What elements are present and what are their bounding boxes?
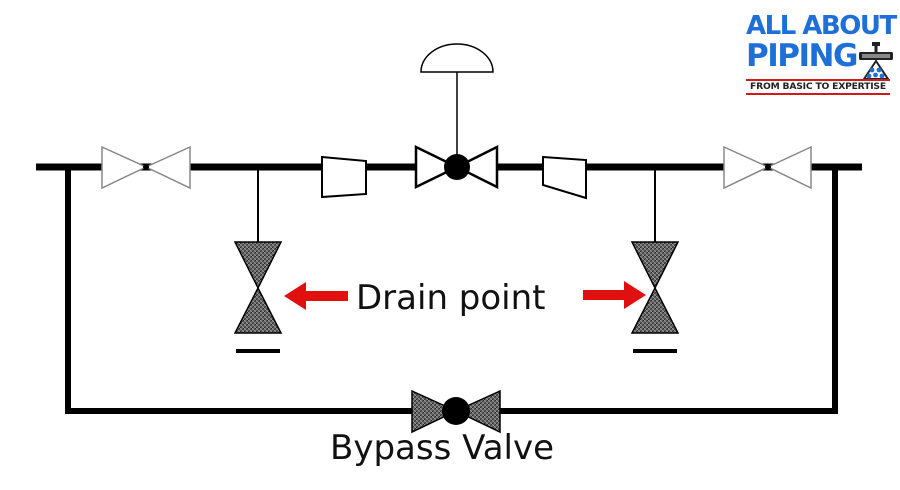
right-reducer [542, 155, 587, 200]
right-isolation-valve [723, 145, 812, 190]
actuator-dome-icon [420, 43, 494, 73]
logo-line1: ALL ABOUT [746, 11, 897, 41]
logo-tagline: FROM BASIC TO EXPERTISE [746, 79, 890, 95]
pipe-valve-icon [859, 42, 893, 80]
drain-point-label: Drain point [356, 278, 546, 318]
left-arrow-icon [284, 282, 348, 310]
all-about-piping-logo: ALL ABOUT PIPING FROM BASIC TO EXPERTISE [744, 11, 897, 98]
right-drain-valve [630, 167, 680, 353]
bypass-valve-label: Bypass Valve [330, 428, 555, 468]
left-reducer [321, 155, 367, 199]
control-valve [414, 43, 499, 190]
left-isolation-valve [101, 145, 191, 190]
left-drain-valve [233, 167, 283, 353]
logo-line2: PIPING [746, 38, 858, 74]
right-arrow-icon [583, 281, 646, 309]
bypass-valve [411, 389, 501, 434]
